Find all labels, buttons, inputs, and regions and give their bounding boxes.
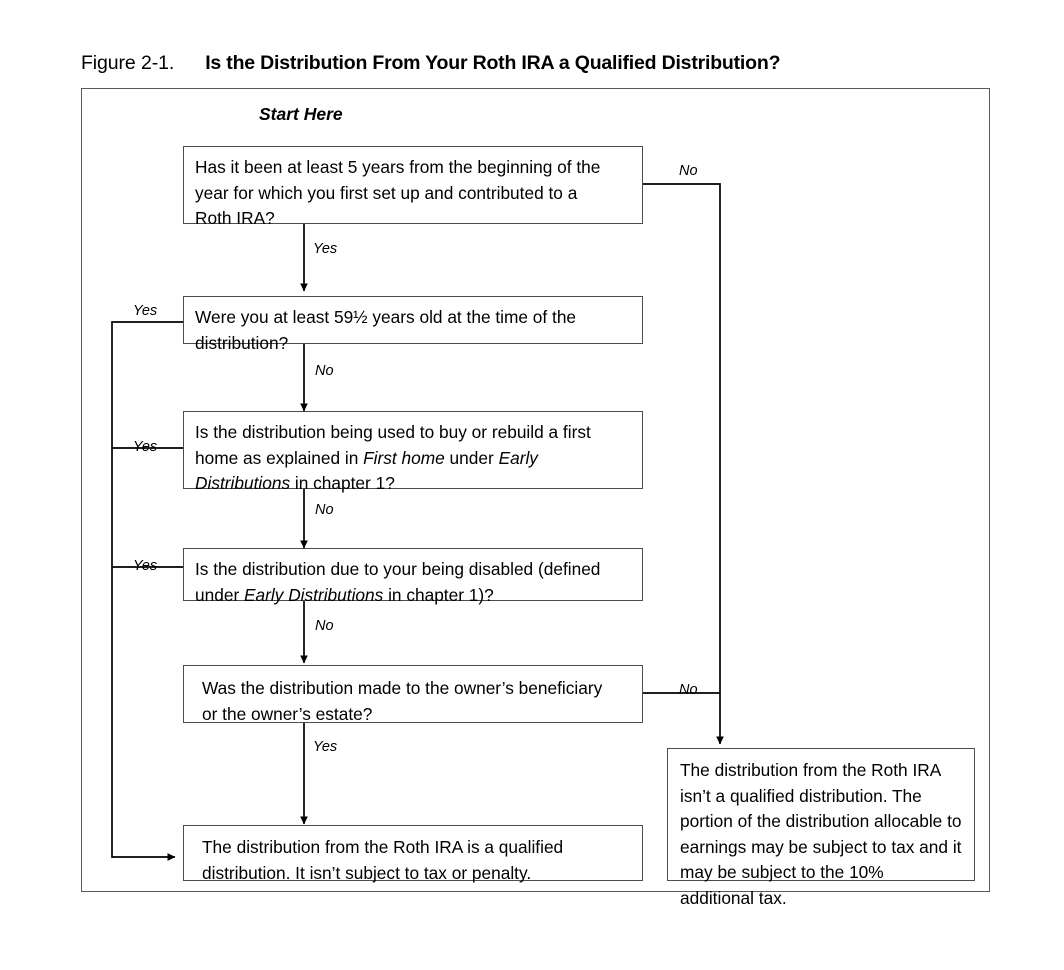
edge-label-q4-yes: Yes	[133, 558, 158, 574]
start-here-label: Start Here	[259, 104, 343, 124]
decision-text-part-2: under	[444, 447, 499, 468]
decision-text-line-2: distribution?	[195, 332, 289, 353]
edge-label-q5-no: No	[679, 682, 698, 698]
decision-text-line-2: or the owner’s estate?	[202, 703, 373, 724]
decision-box-first-home-purchase: Is the distribution being used to buy or…	[183, 411, 643, 493]
figure-caption: Figure 2-1. Is the Distribution From You…	[81, 52, 780, 82]
edge-label-q3-no: No	[315, 502, 334, 518]
outcome-text: The distribution from the Roth IRA isn’t…	[680, 760, 962, 908]
decision-text-line-2: year for which you first set up and cont…	[195, 182, 578, 203]
decision-text-part-1: Is the distribution being used to buy or…	[195, 422, 591, 468]
decision-text-italic-1: Early Distributions	[244, 584, 384, 605]
connector-yes-trunk-to-qualified	[111, 321, 183, 861]
connector-q1-no-to-not-qualified	[643, 183, 724, 745]
decision-box-beneficiary-or-estate: Was the distribution made to the owner’s…	[183, 665, 643, 724]
decision-text-italic-1: First home	[363, 447, 445, 468]
outcome-text-line-1: The distribution from the Roth IRA is a …	[202, 837, 564, 857]
decision-text-line-3: Roth IRA?	[195, 208, 275, 228]
edge-label-q3-yes: Yes	[133, 439, 158, 455]
edge-label-q2-no: No	[315, 363, 334, 379]
decision-box-five-year-rule: Has it been at least 5 years from the be…	[183, 146, 643, 228]
edge-label-q4-no: No	[315, 618, 334, 634]
edge-label-q1-yes: Yes	[313, 241, 338, 257]
decision-text-part-2: in chapter 1)?	[383, 584, 494, 605]
outcome-box-qualified-distribution: The distribution from the Roth IRA is a …	[183, 825, 643, 883]
edge-label-q2-yes: Yes	[133, 303, 158, 319]
outcome-box-not-qualified-distribution: The distribution from the Roth IRA isn’t…	[667, 748, 975, 908]
decision-box-disabled: Is the distribution due to your being di…	[183, 548, 643, 605]
decision-text-line-1: Were you at least 59½ years old at the t…	[195, 307, 577, 327]
edge-label-q1-no: No	[679, 163, 698, 179]
decision-text-line-1: Has it been at least 5 years from the be…	[195, 157, 601, 177]
edge-label-q5-yes: Yes	[313, 739, 338, 755]
decision-text-part-3: in chapter 1?	[290, 473, 395, 493]
decision-text-part-1: Is the distribution due to your being di…	[195, 559, 601, 605]
figure-number: Figure 2-1.	[81, 52, 175, 74]
figure-title: Is the Distribution From Your Roth IRA a…	[205, 52, 781, 74]
decision-text-line-1: Was the distribution made to the owner’s…	[202, 678, 603, 698]
decision-text-italic-2: Early Distributions	[195, 447, 538, 494]
outcome-text-line-2: distribution. It isn’t subject to tax or…	[202, 862, 532, 883]
decision-box-age-59-and-a-half: Were you at least 59½ years old at the t…	[183, 296, 643, 353]
